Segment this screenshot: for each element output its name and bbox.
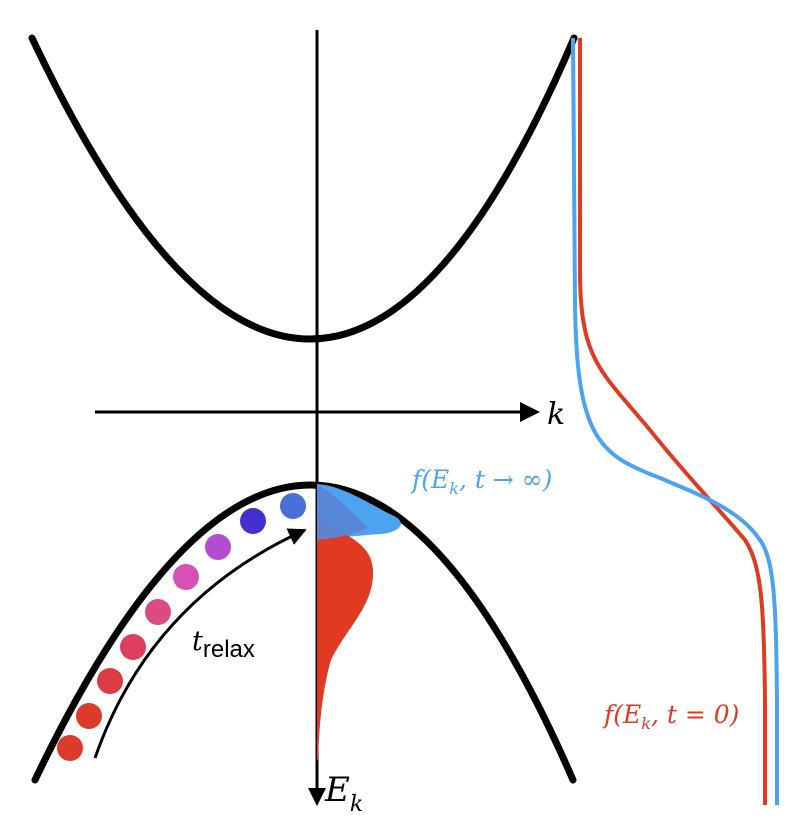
- k-axis-label: k: [547, 397, 565, 432]
- initial-distribution-lobe: [317, 520, 374, 760]
- energy-axis-label: Ek: [324, 770, 363, 817]
- carrier-dot: [97, 668, 123, 694]
- energy-axis-arrowhead: [308, 788, 326, 806]
- carrier-dot: [205, 534, 231, 560]
- relaxation-arrow: [93, 528, 307, 759]
- final-distribution-label: f(Ek, t → ∞): [410, 465, 552, 498]
- conduction-band-curve: [28, 34, 578, 343]
- carrier-dot: [120, 634, 146, 660]
- valence-band-curve: [31, 481, 577, 784]
- carrier-dot: [240, 508, 266, 534]
- initial-distribution-curve: [578, 38, 767, 805]
- carrier-dot: [280, 493, 306, 519]
- initial-distribution-label: f(Ek, t = 0): [602, 700, 739, 733]
- relaxing-carriers: [57, 493, 306, 761]
- overlap-distribution-lobe: [317, 484, 368, 540]
- k-axis-arrowhead: [520, 402, 540, 422]
- carrier-dot: [76, 703, 102, 729]
- carrier-dot: [173, 564, 199, 590]
- carrier-dot: [57, 735, 83, 761]
- relaxation-time-label: trelax: [192, 626, 255, 663]
- final-distribution-curve: [571, 37, 779, 805]
- carrier-dot: [145, 599, 171, 625]
